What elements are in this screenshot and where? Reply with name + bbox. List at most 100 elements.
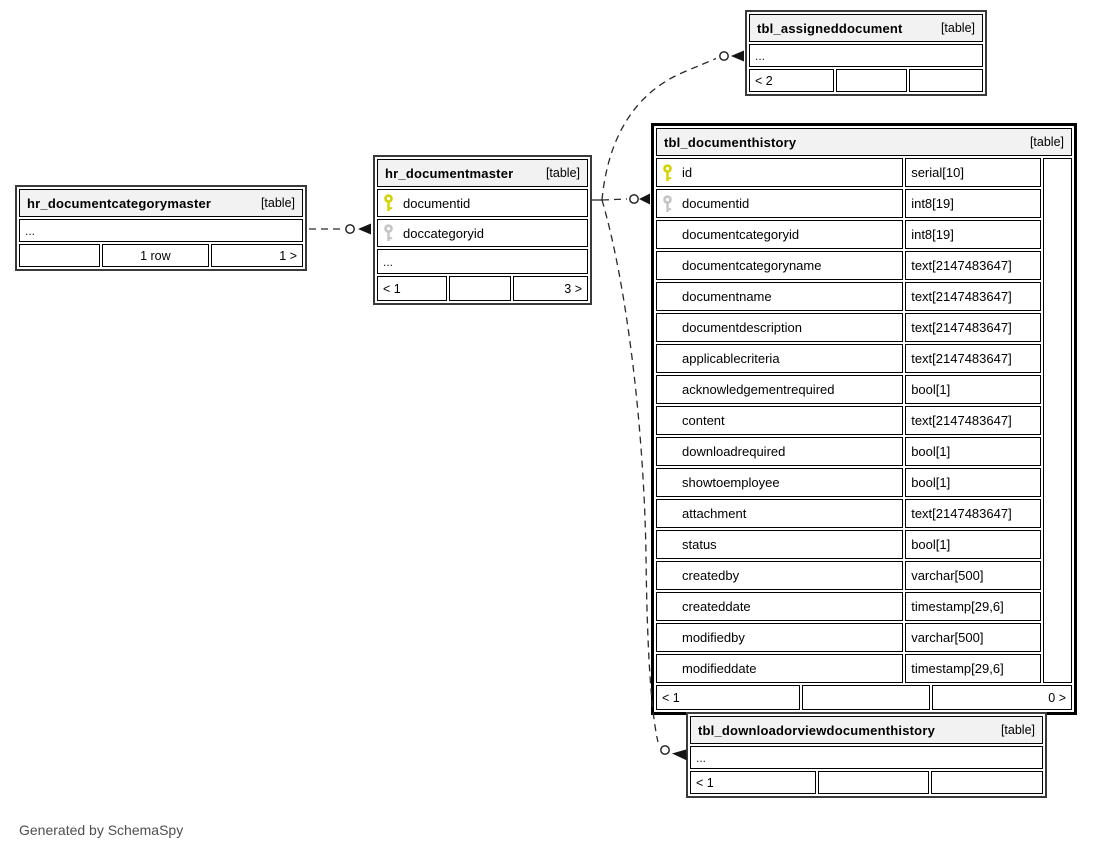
zero-or-one-dot-icon [345,224,355,234]
column-type-cell: bool[1] [905,375,1042,404]
column-name: applicablecriteria [682,351,780,366]
table-title[interactable]: tbl_documenthistory [664,134,797,150]
column-row: documentname text[2147483647] [656,282,1072,311]
table-title[interactable]: hr_documentmaster [385,165,514,181]
column-type-cell: varchar[500] [905,623,1042,652]
parent-count-cell: < 1 [656,685,801,710]
documenthistory-table: tbl_documenthistory [table] id serial[10… [654,126,1074,685]
fk-arrow-icon [731,50,744,62]
table-title[interactable]: tbl_downloadorviewdocumenthistory [698,722,936,738]
column-name: doccategoryid [403,225,484,241]
table-title[interactable]: hr_documentcategorymaster [27,195,212,211]
column-row: createddate timestamp[29,6] [656,592,1072,621]
table-node-documenthistory: tbl_documenthistory [table] id serial[10… [651,123,1077,715]
column-name: downloadrequired [682,444,786,459]
column-row: doccategoryid [377,219,588,247]
parent-count-cell [19,244,101,267]
assigneddocument-table: tbl_assigneddocument [table] ... [747,12,985,69]
column-type-cell: int8[19] [905,189,1042,218]
collapsed-columns-cell: ... [377,249,588,274]
column-name: attachment [682,506,747,521]
row-count-cell [802,685,930,710]
column-row: documentcategoryname text[2147483647] [656,251,1072,280]
column-row: modifieddate timestamp[29,6] [656,654,1072,683]
primary-key-icon [662,163,673,182]
parent-count-cell: < 1 [690,771,816,794]
row-count-cell [817,771,930,794]
no-key-spacer [662,257,673,275]
child-count-cell [909,69,983,92]
table-header[interactable]: tbl_downloadorviewdocumenthistory [table… [690,716,1043,744]
table-node-assigneddocument: tbl_assigneddocument [table] ... < 2 [745,10,987,96]
column-type-cell: text[2147483647] [905,313,1042,342]
column-name: showtoemployee [682,475,780,490]
column-row: status bool[1] [656,530,1072,559]
column-row: showtoemployee bool[1] [656,468,1072,497]
no-key-spacer [662,536,673,554]
column-row: createdby varchar[500] [656,561,1072,590]
table-header[interactable]: hr_documentcategorymaster [table] [19,189,303,217]
child-count-cell: 1 > [210,244,303,267]
column-row: documentid [377,189,588,217]
column-row: id serial[10] [656,158,1072,683]
column-row: documentdescription text[2147483647] [656,313,1072,342]
column-name: status [682,537,717,552]
table-node-downloadhistory: tbl_downloadorviewdocumenthistory [table… [686,712,1047,798]
table-header[interactable]: tbl_assigneddocument [table] [749,14,983,42]
table-type-badge: [table] [1000,723,1035,737]
table-type-badge: [table] [1029,135,1064,149]
table-title[interactable]: tbl_assigneddocument [757,20,903,36]
column-name: acknowledgementrequired [682,382,835,397]
categorymaster-table: hr_documentcategorymaster [table] ... [17,187,305,244]
column-name: documentcategoryname [682,258,822,273]
relationship-line-documenthistory [601,198,628,201]
fk-arrow-icon [672,749,687,761]
column-name: documentcategoryid [682,227,800,242]
column-row: documentcategoryid int8[19] [656,220,1072,249]
row-count-cell [449,276,512,301]
table-node-categorymaster: hr_documentcategorymaster [table] ... 1 … [15,185,307,271]
column-type-cell: text[2147483647] [905,499,1042,528]
table-header[interactable]: tbl_documenthistory [table] [656,128,1072,156]
zero-or-one-dot-icon [629,194,639,204]
generated-by-note: Generated by SchemaSpy [19,822,184,838]
column-type-cell: timestamp[29,6] [905,592,1042,621]
fk-arrow-icon [639,193,650,205]
fk-spacer-column [1043,158,1072,683]
no-key-spacer [662,443,673,461]
no-key-spacer [662,412,673,430]
column-row: attachment text[2147483647] [656,499,1072,528]
no-key-spacer [662,598,673,616]
table-type-badge: [table] [260,196,295,210]
column-type-cell: text[2147483647] [905,344,1042,373]
column-name: content [682,413,725,428]
column-name: documentdescription [682,320,802,335]
table-node-documentmaster: hr_documentmaster [table] documentid [373,155,592,305]
column-name: id [682,165,693,180]
downloadhistory-table: tbl_downloadorviewdocumenthistory [table… [688,714,1045,771]
no-key-spacer [662,629,673,647]
column-type-cell: text[2147483647] [905,282,1042,311]
no-key-spacer [662,505,673,523]
no-key-spacer [662,381,673,399]
row-count-cell [836,69,908,92]
child-count-cell: 3 > [513,276,588,301]
child-count-cell: 0 > [931,685,1072,710]
column-row: downloadrequired bool[1] [656,437,1072,466]
column-name: modifiedby [682,630,745,645]
column-type-cell: text[2147483647] [905,406,1042,435]
foreign-key-icon [662,194,673,213]
table-type-badge: [table] [940,21,975,35]
column-name: modifieddate [682,661,757,676]
relationship-line-downloadhistory [601,199,659,743]
column-type-cell: bool[1] [905,437,1042,466]
column-row: content text[2147483647] [656,406,1072,435]
column-name: documentname [682,289,772,304]
column-type-cell: int8[19] [905,220,1042,249]
column-name: createdby [682,568,740,583]
parent-count-cell: < 1 [377,276,448,301]
table-header[interactable]: hr_documentmaster [table] [377,159,588,187]
collapsed-columns-cell: ... [749,44,983,67]
collapsed-columns-cell: ... [19,219,303,242]
